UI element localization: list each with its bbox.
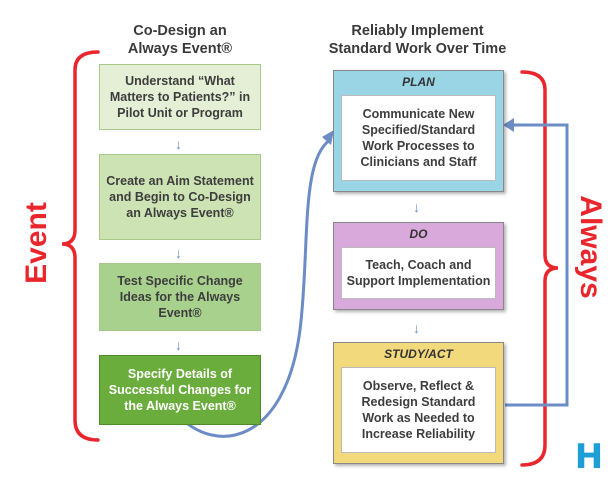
step-test-ideas: Test Specific Change Ideas for the Alway… <box>99 263 261 331</box>
step-understand: Understand “What Matters to Patients?” i… <box>99 64 261 130</box>
down-arrow-2: ↓ <box>175 245 182 261</box>
down-arrow-1: ↓ <box>175 136 182 152</box>
down-arrow-plan-do: ↓ <box>413 199 420 215</box>
event-bracket <box>61 50 100 442</box>
plan-header: PLAN <box>402 75 435 89</box>
feedback-loop <box>505 123 569 407</box>
study-act-box: STUDY/ACT Observe, Reflect & Redesign St… <box>333 342 504 464</box>
study-act-header: STUDY/ACT <box>384 347 453 361</box>
do-body: Teach, Coach and Support Implementation <box>341 247 496 299</box>
down-arrow-3: ↓ <box>175 337 182 353</box>
feedback-arrowhead <box>503 118 514 132</box>
always-side-label: Always <box>574 195 607 299</box>
curve-arrowhead <box>322 130 334 145</box>
logo: H <box>574 437 604 477</box>
plan-box: PLAN Communicate New Specified/Standard … <box>333 70 504 192</box>
do-box: DO Teach, Coach and Support Implementati… <box>333 222 504 310</box>
left-column-title: Co-Design an Always Event® <box>127 23 233 57</box>
right-column-title: Reliably Implement Standard Work Over Ti… <box>328 23 507 57</box>
step-specify-details: Specify Details of Successful Changes fo… <box>99 355 261 425</box>
step-aim-statement: Create an Aim Statement and Begin to Co-… <box>99 154 261 240</box>
study-act-body: Observe, Reflect & Redesign Standard Wor… <box>341 367 496 453</box>
plan-body: Communicate New Specified/Standard Work … <box>341 95 496 181</box>
always-bracket <box>520 70 559 467</box>
down-arrow-do-study: ↓ <box>413 320 420 336</box>
curve-arrow <box>176 138 331 438</box>
do-header: DO <box>409 227 428 241</box>
